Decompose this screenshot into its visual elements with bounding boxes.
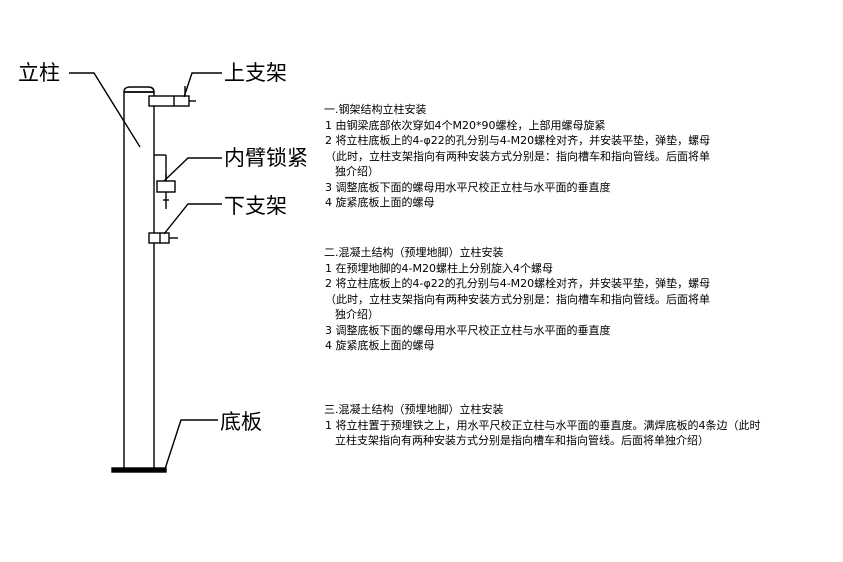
label-upper-bracket: 上支架 <box>224 61 287 85</box>
leader-base-plate <box>164 419 218 470</box>
section-line: 1 在预埋地脚的4-M20螺柱上分别旋入4个螺母 <box>325 261 553 275</box>
section-title: 二.混凝土结构（预埋地脚）立柱安装 <box>324 246 504 259</box>
section-concrete-embedded: 二.混凝土结构（预埋地脚）立柱安装 1 在预埋地脚的4-M20螺柱上分别旋入4个… <box>324 245 710 354</box>
upper-bracket-shape <box>148 95 190 107</box>
leader-lower-bracket <box>163 203 222 235</box>
label-column: 立柱 <box>18 61 60 85</box>
section-concrete-welded: 三.混凝土结构（预埋地脚）立柱安装 1 将立柱置于预埋铁之上，用水平尺校正立柱与… <box>324 402 761 449</box>
label-lower-bracket: 下支架 <box>224 194 287 218</box>
section-line: 独介绍） <box>335 308 379 321</box>
base-plate-shape <box>111 467 167 473</box>
section-steel-frame: 一.钢架结构立柱安装 1 由钢梁底部依次穿如4个M20*90螺栓，上部用螺母旋紧… <box>324 102 710 211</box>
section-line: 1 将立柱置于预埋铁之上，用水平尺校正立柱与水平面的垂直度。满焊底板的4条边（此… <box>325 418 761 432</box>
section-line: 2 将立柱底板上的4-φ22的孔分别与4-M20螺栓对齐，并安装平垫，弹垫，螺母 <box>325 277 711 290</box>
inner-arm-lock-shape <box>156 180 176 193</box>
leader-inner-arm-lock <box>163 157 222 182</box>
section-line: 2 将立柱底板上的4-φ22的孔分别与4-M20螺栓对齐，并安装平垫，弹垫，螺母 <box>325 134 711 147</box>
leader-upper-bracket <box>183 72 222 98</box>
label-base-plate: 底板 <box>220 410 262 434</box>
section-line: 3 调整底板下面的螺母用水平尺校正立柱与水平面的垂直度 <box>325 180 611 194</box>
section-line: 4 旋紧底板上面的螺母 <box>325 196 435 209</box>
section-line: （此时，立柱支架指向有两种安装方式分别是：指向槽车和指向管线。后面将单 <box>325 292 710 306</box>
section-line: 3 调整底板下面的螺母用水平尺校正立柱与水平面的垂直度 <box>325 323 611 337</box>
section-line: 立柱支架指向有两种安装方式分别是指向槽车和指向管线。后面将单独介绍） <box>335 434 709 447</box>
section-title: 一.钢架结构立柱安装 <box>324 103 427 116</box>
lower-bracket-shape <box>148 232 170 244</box>
section-line: 1 由钢梁底部依次穿如4个M20*90螺栓，上部用螺母旋紧 <box>325 118 606 132</box>
section-line: （此时，立柱支架指向有两种安装方式分别是：指向槽车和指向管线。后面将单 <box>325 149 710 163</box>
column-cap <box>123 86 155 93</box>
section-line: 独介绍） <box>335 165 379 178</box>
section-title: 三.混凝土结构（预埋地脚）立柱安装 <box>324 403 504 416</box>
label-inner-arm-lock: 内臂锁紧 <box>224 146 308 170</box>
leader-column <box>69 72 141 148</box>
section-line: 4 旋紧底板上面的螺母 <box>325 339 435 352</box>
